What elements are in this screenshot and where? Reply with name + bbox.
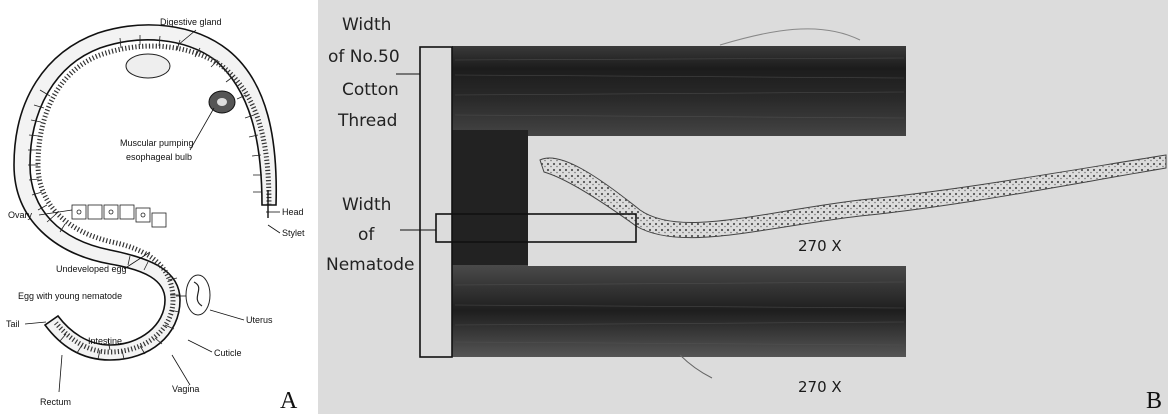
label-vagina: Vagina [172, 384, 199, 394]
label-rectum: Rectum [40, 397, 71, 407]
magnification-lower: 270 X [798, 378, 842, 396]
cuticle-annulations [28, 35, 262, 359]
thread-label-line-3: Cotton [342, 80, 399, 100]
nematode-label-line-1: Width [342, 195, 391, 215]
label-head: Head [282, 207, 304, 217]
thread-label-line-1: Width [342, 15, 391, 35]
bulb-valve [217, 98, 227, 106]
label-intestine: Intestine [88, 336, 122, 346]
panel-letter-a: A [280, 388, 298, 414]
label-uterus: Uterus [246, 315, 273, 325]
panel-a: Digestive gland Muscular pumping esophag… [6, 17, 305, 414]
thread-label-line-2: of No.50 [328, 47, 400, 67]
digestive-gland [126, 54, 170, 78]
label-ovary: Ovary [8, 210, 33, 220]
nematode-label-line-2: of [358, 225, 375, 245]
panel-letter-b: B [1146, 388, 1162, 414]
label-digestive-gland: Digestive gland [160, 17, 222, 27]
panel-b: Width of No.50 Cotton Thread Width of Ne… [318, 0, 1168, 414]
label-esophageal-bulb: esophageal bulb [126, 152, 192, 162]
eggs-row [72, 205, 166, 227]
label-undeveloped-egg: Undeveloped egg [56, 264, 127, 274]
nematode-inner-tract [38, 46, 269, 352]
label-stylet: Stylet [282, 228, 305, 238]
thread-label-line-4: Thread [337, 111, 397, 131]
magnification-upper: 270 X [798, 237, 842, 255]
thread-vertical [452, 130, 528, 270]
nematode-label-line-3: Nematode [326, 255, 414, 275]
label-muscular-pumping: Muscular pumping [120, 138, 194, 148]
label-egg-with-young-nematode: Egg with young nematode [18, 291, 122, 301]
label-cuticle: Cuticle [214, 348, 242, 358]
label-tail: Tail [6, 319, 20, 329]
